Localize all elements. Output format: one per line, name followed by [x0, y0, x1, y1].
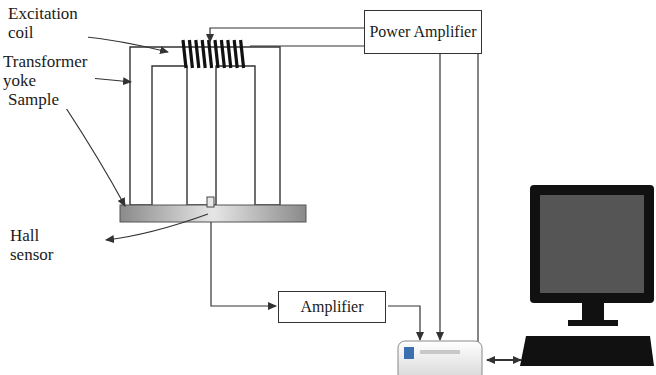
sample-plate	[120, 205, 306, 222]
daq-device	[398, 341, 482, 375]
wire	[388, 306, 420, 340]
wire	[211, 222, 276, 306]
excitation-coil	[183, 40, 244, 68]
part-label: Hall sensor	[10, 226, 80, 264]
box-label: Amplifier	[300, 298, 363, 316]
leader-line	[66, 108, 125, 206]
wire	[210, 28, 364, 42]
hall-sensor	[207, 197, 214, 207]
leader-line	[106, 214, 208, 240]
wire	[474, 28, 478, 345]
part-label: Sample	[8, 90, 78, 109]
leader-line	[78, 36, 168, 52]
part-label: Excitation coil	[8, 4, 88, 42]
computer	[520, 185, 654, 366]
amplifier-box: Power Amplifier	[364, 10, 482, 54]
part-label: Transformer yoke	[3, 52, 95, 90]
transformer-yoke	[130, 47, 280, 205]
amplifier-box: Amplifier	[278, 291, 386, 323]
wire	[250, 46, 440, 340]
leader-line	[90, 78, 131, 82]
box-label: Power Amplifier	[369, 23, 476, 41]
wire	[487, 359, 521, 361]
